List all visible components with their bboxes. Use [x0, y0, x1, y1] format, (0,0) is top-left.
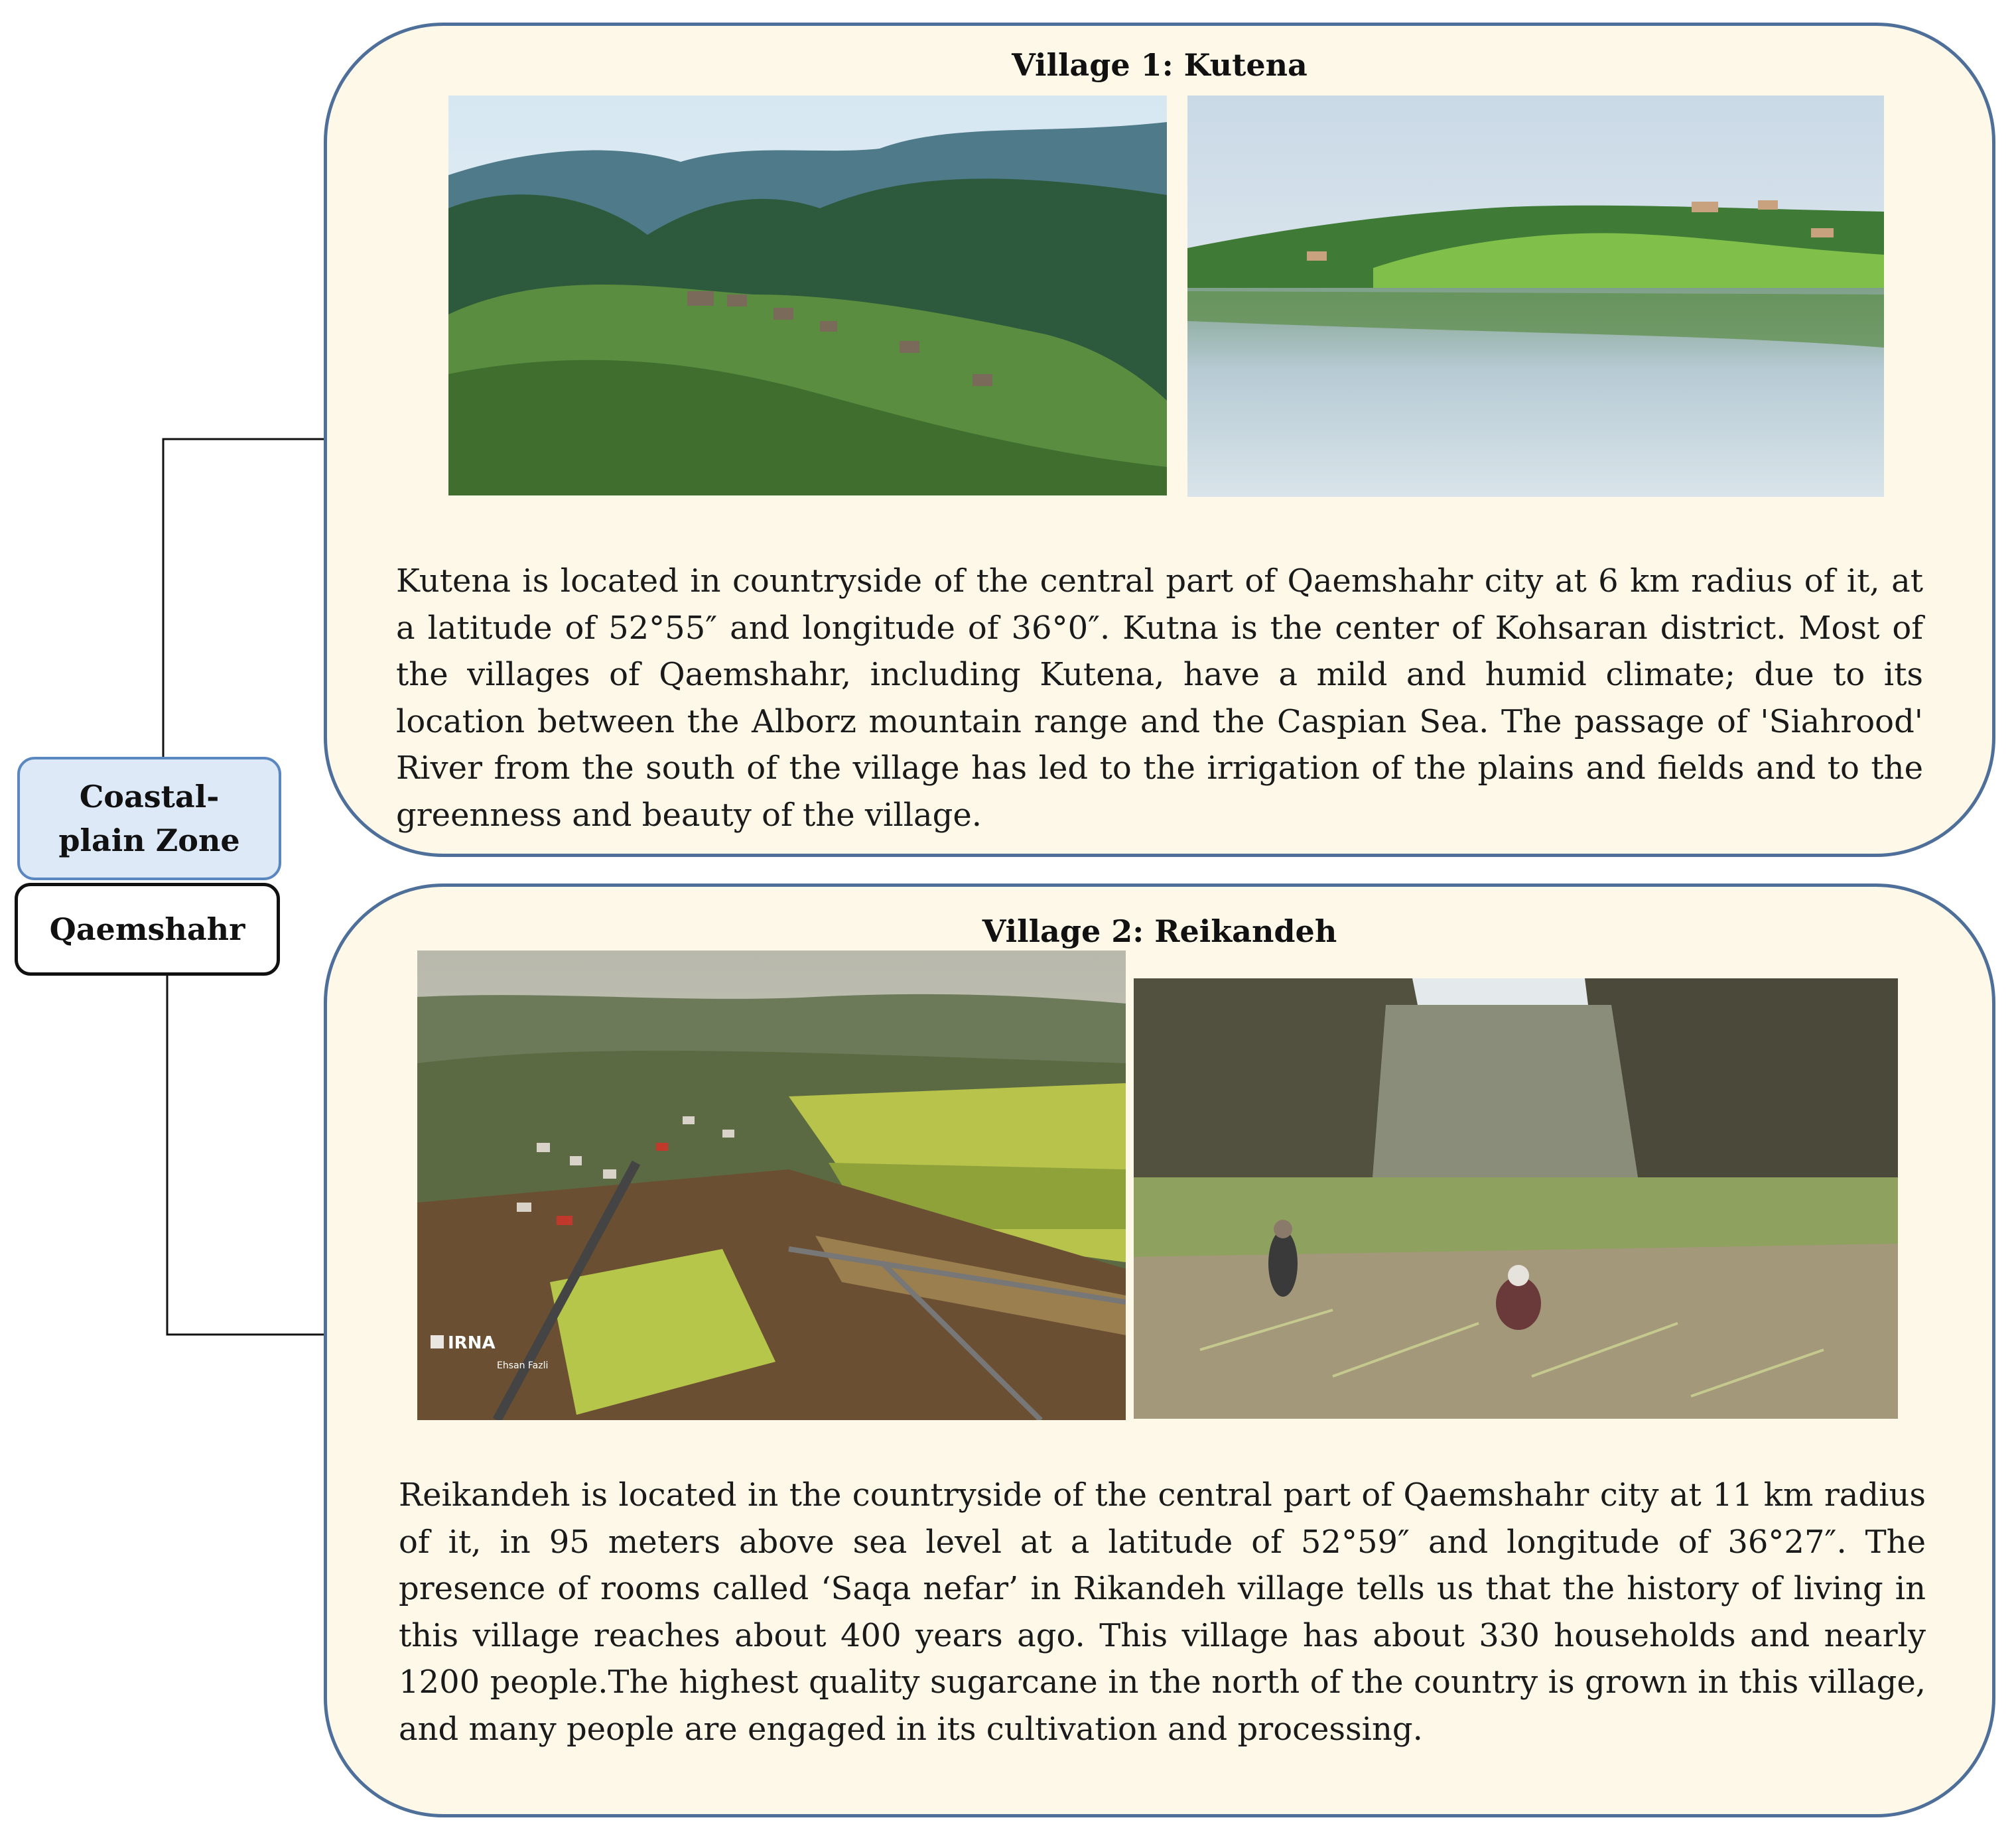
sugarcane-harvest-photo: [1134, 978, 1898, 1419]
mountain-village-photo: [448, 96, 1167, 495]
zone-label: Coastal-plain Zone: [17, 757, 281, 880]
village-1-panel: Village 1: Kutena: [324, 23, 1995, 857]
village-1-description: Kutena is located in countryside of the …: [396, 562, 1923, 834]
irna-watermark: IRNA: [448, 1333, 496, 1353]
photo-credit: Ehsan Fazli: [497, 1360, 548, 1371]
city-label-text: Qaemshahr: [49, 911, 245, 947]
zone-label-text: Coastal-plain Zone: [58, 779, 240, 858]
aerial-village-photo: IRNA Ehsan Fazli: [417, 950, 1126, 1420]
village-2-panel: Village 2: Reikandeh: [324, 884, 1995, 1817]
city-label: Qaemshahr: [15, 883, 280, 976]
lake-reflection-photo: [1187, 96, 1884, 497]
village-2-description: Reikandeh is located in the countryside …: [399, 1476, 1926, 1748]
village-2-title: Village 2: Reikandeh: [982, 913, 1337, 949]
village-1-title: Village 1: Kutena: [1012, 47, 1308, 83]
